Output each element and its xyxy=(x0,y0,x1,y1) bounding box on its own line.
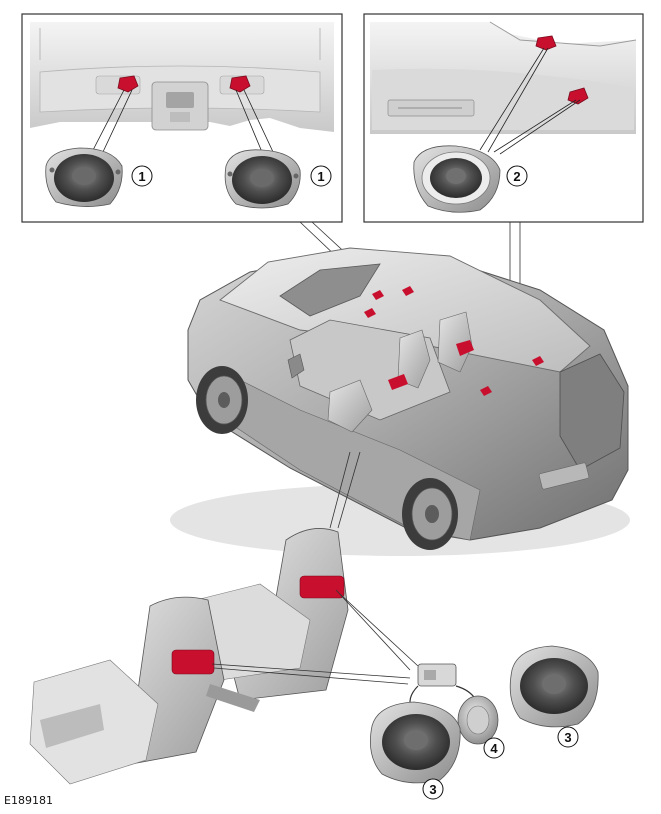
rear-seats-illustration xyxy=(29,528,349,785)
leader-line xyxy=(329,451,351,529)
seat-speaker-front xyxy=(369,701,461,784)
leader-line xyxy=(337,451,361,529)
leader-line xyxy=(213,667,409,685)
figure-code: E189181 xyxy=(4,794,53,807)
rear-headliner-panel xyxy=(363,13,644,223)
callout-3-lower: 3 xyxy=(422,778,444,800)
svg-text:3: 3 xyxy=(429,782,436,797)
seat-speaker-module xyxy=(409,663,477,711)
rear-wheel xyxy=(402,478,458,550)
callout-2: 2 xyxy=(506,165,528,187)
svg-text:1: 1 xyxy=(138,169,145,184)
leader-line xyxy=(335,589,411,671)
callout-3-right: 3 xyxy=(557,726,579,748)
front-left-speaker xyxy=(45,147,123,207)
svg-text:1: 1 xyxy=(317,169,324,184)
callout-4: 4 xyxy=(483,737,505,759)
leader-line xyxy=(211,663,411,679)
seat-tweeter xyxy=(457,695,499,745)
callout-1-left: 1 xyxy=(131,165,153,187)
svg-text:4: 4 xyxy=(490,741,498,756)
vehicle-illustration xyxy=(170,247,630,556)
svg-text:2: 2 xyxy=(513,169,520,184)
leader-line xyxy=(339,593,419,667)
callout-1-right: 1 xyxy=(310,165,332,187)
seat-speaker-rear xyxy=(509,645,599,728)
front-right-speaker xyxy=(224,149,301,209)
front-wheel xyxy=(196,366,248,434)
svg-text:3: 3 xyxy=(564,730,571,745)
rear-headliner-speaker xyxy=(413,145,501,213)
